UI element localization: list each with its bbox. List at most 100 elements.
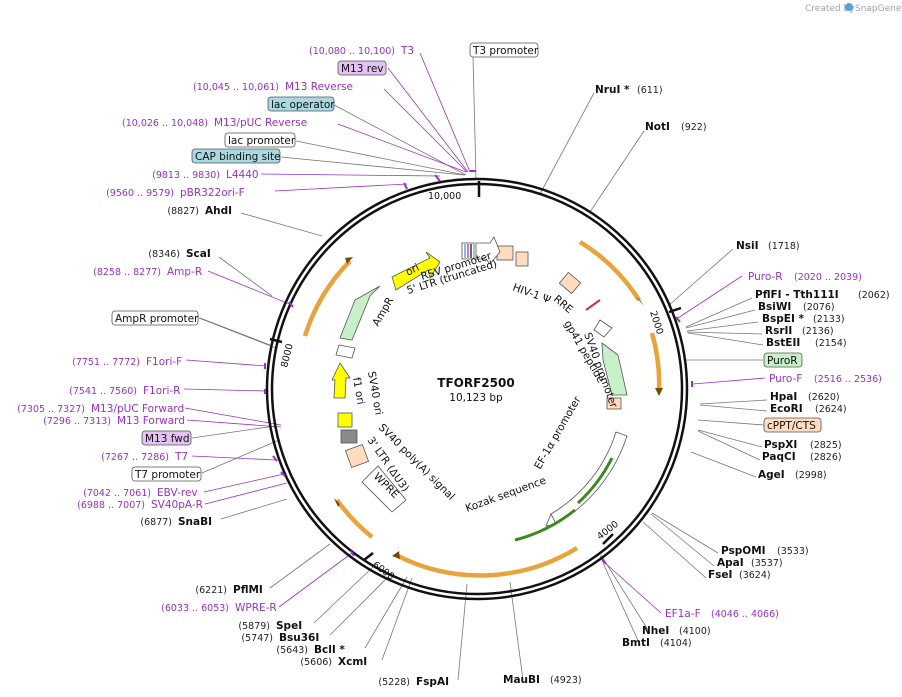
tick-marks <box>269 181 682 561</box>
svg-text:EcoRI: EcoRI <box>770 403 803 415</box>
svg-text:(10,026 .. 10,048): (10,026 .. 10,048) <box>122 118 208 129</box>
svg-text:HpaI: HpaI <box>770 391 797 403</box>
svg-text:AmpR promoter: AmpR promoter <box>115 313 199 325</box>
primer-label-m13puc-reverse: (10,026 .. 10,048) M13/pUC Reverse <box>122 117 307 129</box>
primer-label-amp-r: (8258 .. 8277) Amp-R <box>93 266 202 278</box>
svg-text:PuroR: PuroR <box>767 355 798 367</box>
svg-text:Amp-R: Amp-R <box>167 266 202 278</box>
orf-arc-3 <box>394 546 579 578</box>
enzyme-label-paqci: PaqCI (2826) <box>762 451 842 463</box>
orf-arrowheads <box>334 257 663 559</box>
backbone <box>265 177 689 601</box>
svg-text:(10,080 .. 10,100): (10,080 .. 10,100) <box>309 46 395 57</box>
primer-label-wpre-r: (6033 .. 6053) WPRE-R <box>161 602 277 614</box>
svg-text:(7042 .. 7061): (7042 .. 7061) <box>83 488 151 499</box>
svg-text:FspAI: FspAI <box>416 676 449 688</box>
svg-text:(1718): (1718) <box>768 241 800 252</box>
boxed-label-cppt-cts: cPPT/CTS <box>763 417 822 433</box>
svg-text:PflFI - Tth111I: PflFI - Tth111I <box>755 289 839 301</box>
svg-text:cPPT/CTS: cPPT/CTS <box>767 420 816 432</box>
svg-text:PspOMI: PspOMI <box>721 545 766 557</box>
svg-text:F1ori-F: F1ori-F <box>146 356 182 368</box>
svg-text:lac promoter: lac promoter <box>228 135 296 147</box>
boxed-label-m13-rev: M13 rev <box>337 60 387 76</box>
boxed-label-t7-promoter: T7 promoter <box>131 466 202 482</box>
enzyme-label-snabi: (6877)SnaBI <box>140 516 212 528</box>
primer-label-t3: (10,080 .. 10,100) T3 <box>309 45 414 57</box>
svg-text:PaqCI: PaqCI <box>762 451 796 463</box>
svg-text:M13 rev: M13 rev <box>341 63 384 75</box>
svg-text:SpeI: SpeI <box>276 620 302 632</box>
svg-text:T3: T3 <box>400 45 414 57</box>
cppt-box <box>606 397 622 410</box>
primer-marks <box>264 170 693 565</box>
gp41-mark <box>585 299 601 311</box>
svg-text:(5879): (5879) <box>238 621 270 632</box>
enzyme-label-ahdi: (8827)AhdI <box>167 205 232 217</box>
enzyme-label-bmti: BmtI(4104) <box>622 637 692 649</box>
orf-arc-4 <box>335 498 374 539</box>
svg-text:(2020 .. 2039): (2020 .. 2039) <box>794 272 862 283</box>
svg-text:(2825): (2825) <box>810 440 842 451</box>
enzyme-label-apai: ApaI (3537) <box>717 557 783 569</box>
enzyme-label-pflmi: (6221)PflMI <box>195 584 262 596</box>
plasmid-length: 10,123 bp <box>449 392 503 404</box>
svg-text:ApaI: ApaI <box>717 557 744 569</box>
svg-text:(3533): (3533) <box>777 546 809 557</box>
f1-ori-arrow <box>331 362 351 399</box>
svg-text:BstEII: BstEII <box>766 337 800 349</box>
svg-text:(611): (611) <box>637 85 663 96</box>
enzyme-label-agei: AgeI(2998) <box>758 469 827 481</box>
enzyme-label-bspei: BspEI *(2133) <box>762 313 845 325</box>
svg-text:WPRE-R: WPRE-R <box>235 602 277 614</box>
svg-text:(4104): (4104) <box>660 638 692 649</box>
primer-leader-lines <box>183 52 766 614</box>
enzyme-label-hpai: HpaI(2620) <box>770 391 840 403</box>
svg-text:M13 fwd: M13 fwd <box>145 433 190 445</box>
svg-text:EBV-rev: EBV-rev <box>157 487 198 499</box>
svg-text:BclI *: BclI * <box>314 644 345 656</box>
svg-text:(2516 .. 2536): (2516 .. 2536) <box>814 374 882 385</box>
orf-arc-2 <box>649 332 662 393</box>
svg-text:MauBI: MauBI <box>503 674 540 686</box>
svg-text:NsiI: NsiI <box>736 240 759 252</box>
enzyme-label-noti: NotI(922) <box>645 121 707 133</box>
tick-label-8000: 8000 <box>279 343 296 369</box>
svg-text:Bsu36I: Bsu36I <box>279 632 319 644</box>
inner-features <box>331 236 628 542</box>
svg-text:AgeI: AgeI <box>758 469 785 481</box>
svg-text:XcmI: XcmI <box>338 656 367 668</box>
enzyme-label-scai: (8346)ScaI <box>148 248 210 260</box>
boxed-label-lac-promoter: lac promoter <box>224 132 296 148</box>
svg-text:(7267 .. 7286): (7267 .. 7286) <box>101 452 169 463</box>
svg-text:PflMI: PflMI <box>233 584 263 596</box>
primer-label-ef1a-f: EF1a-F (4046 .. 4066) <box>665 608 779 620</box>
enzyme-label-xcmi: (5606) XcmI <box>300 656 367 668</box>
svg-text:(5606): (5606) <box>300 657 332 668</box>
svg-text:(6988 .. 7007): (6988 .. 7007) <box>77 500 145 511</box>
enzyme-label-maubi: MauBI(4923) <box>503 674 582 686</box>
enzyme-label-nsii: NsiI (1718) <box>736 240 800 252</box>
sv40-polya-box <box>340 429 358 444</box>
svg-text:(2826): (2826) <box>810 452 842 463</box>
credit-text: Created by <box>805 4 855 14</box>
enzyme-label-bcli: (5643)BclI * <box>276 644 345 656</box>
puror-arrow <box>601 342 628 396</box>
svg-text:(5228): (5228) <box>378 677 410 688</box>
svg-text:Puro-R: Puro-R <box>748 271 783 283</box>
svg-text:T3 promoter: T3 promoter <box>472 45 539 57</box>
svg-text:(5747): (5747) <box>241 633 273 644</box>
ampr-arrow <box>339 285 381 341</box>
svg-text:NotI: NotI <box>645 121 670 133</box>
boxed-label-lac-operator: lac operator <box>267 96 335 112</box>
green-arc-2 <box>514 508 576 542</box>
svg-text:RsrII: RsrII <box>765 325 792 337</box>
ori-arrow <box>391 251 441 291</box>
enzyme-label-rsrii: RsrII(2136) <box>765 325 834 337</box>
svg-text:CAP binding site: CAP binding site <box>195 151 281 163</box>
svg-text:(2076): (2076) <box>803 302 835 313</box>
svg-text:(8346): (8346) <box>148 249 180 260</box>
svg-text:(3537): (3537) <box>751 558 783 569</box>
primer-label-m13-reverse: (10,045 .. 10,061) M13 Reverse <box>193 81 353 93</box>
